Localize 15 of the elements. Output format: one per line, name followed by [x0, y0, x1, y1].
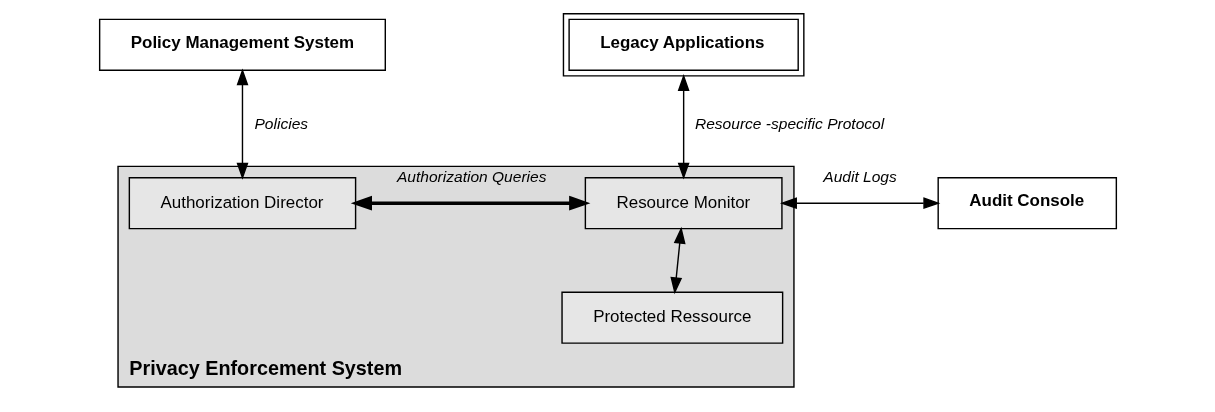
edge-label: Resource -specific Protocol: [694, 115, 884, 133]
edge-label: Policies: [253, 115, 308, 133]
node-box: Policy Management System: [98, 18, 386, 71]
arrow: [779, 197, 940, 210]
node-box: Authorization Director: [128, 177, 356, 230]
node-box: Legacy Applications: [562, 13, 805, 77]
node-box: Protected Ressource: [560, 291, 783, 344]
node-box: Audit Console: [936, 177, 1117, 230]
node-box: Resource Monitor: [584, 177, 783, 230]
edge-label: Audit Logs: [822, 167, 897, 185]
arrow: [350, 195, 590, 211]
arrow: [677, 74, 690, 180]
arrow: [236, 68, 248, 180]
arrow: [669, 226, 686, 295]
edge-label: Authorization Queries: [396, 167, 546, 185]
